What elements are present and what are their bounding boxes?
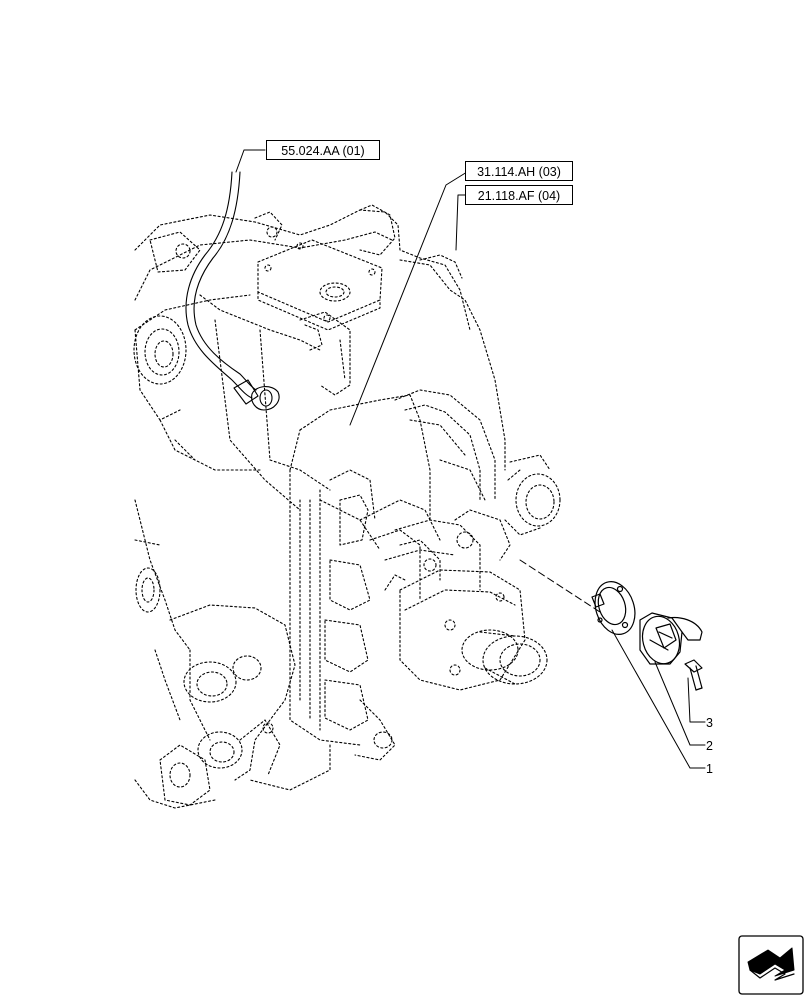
wiring-harness [185,171,280,411]
reference-21-118-af[interactable]: 21.118.AF (04) [465,185,573,205]
leader-lines [235,149,706,769]
part-3-bolt [684,659,703,691]
part-2-sleeve [639,612,703,665]
assembly-axis-line [519,559,601,613]
part-1-flange [591,581,636,635]
callout-number-2: 2 [706,739,713,753]
callout-number-1: 1 [706,762,713,776]
transmission-housing [133,204,561,809]
reference-55-024-aa[interactable]: 55.024.AA (01) [266,140,380,160]
callout-number-3: 3 [706,716,713,730]
next-page-arrow-icon[interactable] [738,935,804,995]
reference-31-114-ah[interactable]: 31.114.AH (03) [465,161,573,181]
